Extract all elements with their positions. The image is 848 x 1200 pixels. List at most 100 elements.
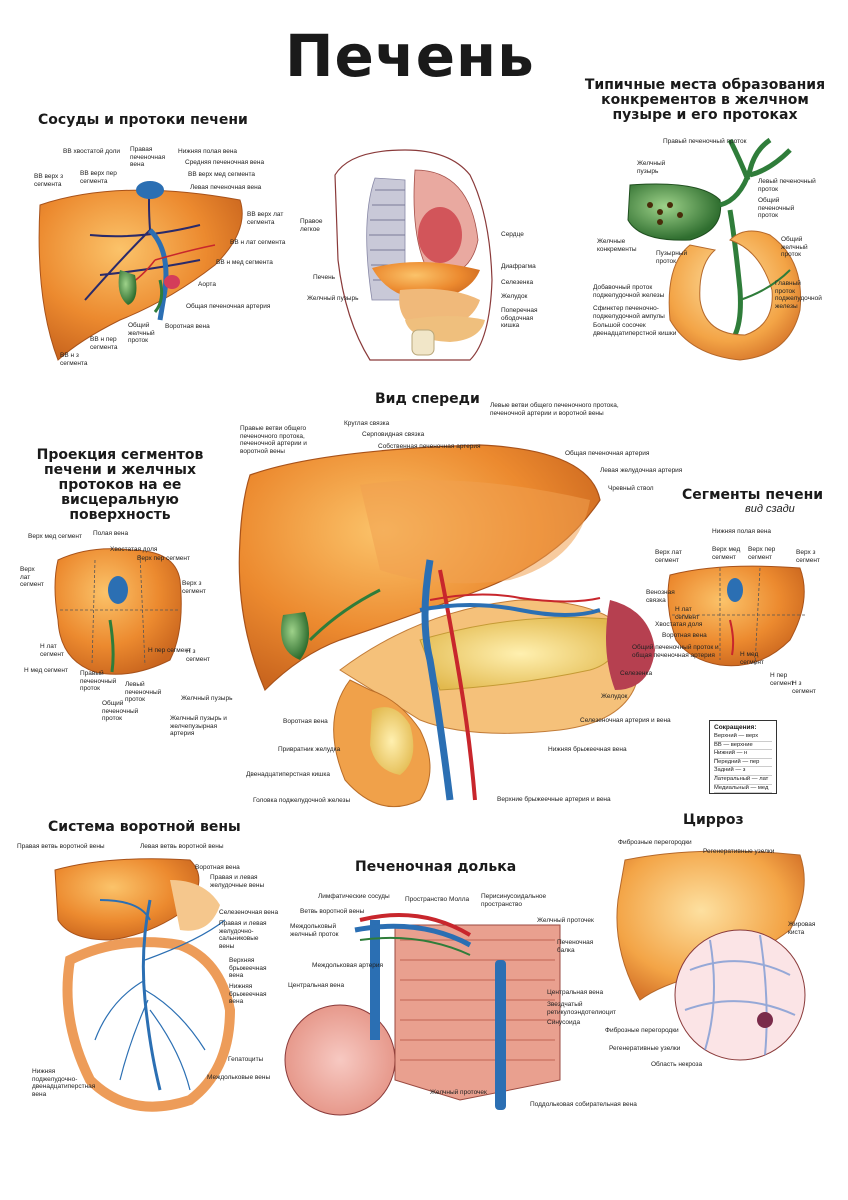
label: Желудок xyxy=(501,293,528,300)
label: Селезенка xyxy=(501,279,534,286)
label: ВВ н з сегмента xyxy=(60,352,88,367)
label: Серповидная связка xyxy=(362,431,425,438)
label: Общий печеночный проток xyxy=(102,700,139,722)
label: Нижняя поджелудочно-двенадцатиперстная в… xyxy=(32,1068,96,1098)
label: Регенеративные узелки xyxy=(609,1045,681,1052)
segments-illustration xyxy=(667,565,805,667)
label: Общий желчный проток xyxy=(128,322,155,344)
label: Нижняя брыжеечная вена xyxy=(548,746,627,753)
label: Воротная вена xyxy=(165,323,210,330)
label: Венозная связка xyxy=(646,589,675,604)
section-title-stones: Типичные места образования конкрементов … xyxy=(584,77,826,123)
label: Область некроза xyxy=(651,1061,703,1068)
label: Поперечная ободочная кишка xyxy=(501,307,538,329)
section-subtitle-segments: вид сзади xyxy=(745,503,795,515)
label: Левая печеночная вена xyxy=(190,184,262,191)
label: Главный проток поджелудочной железы xyxy=(775,280,822,310)
label: Воротная вена xyxy=(662,632,707,639)
legend-item: Латеральный — лат xyxy=(714,776,772,785)
lobule-illustration xyxy=(284,913,561,1116)
label: Сфинктер печеночно-поджелудочной ампулы xyxy=(593,305,665,320)
label: Общий печеночный проток xyxy=(758,197,795,219)
label: Воротная вена xyxy=(195,864,240,871)
label: Междольковая артерия xyxy=(312,962,384,969)
label: Пространство Молла xyxy=(405,896,470,903)
label: Пузырный проток xyxy=(656,250,688,265)
label: Желчный пузырь xyxy=(637,160,666,175)
label: Чревный ствол xyxy=(608,485,654,492)
label: Левая желудочная артерия xyxy=(600,467,683,474)
label: Верх лат сегмент xyxy=(655,549,682,564)
abbreviations-legend: Сокращения: Верхний — верх ВВ — верхние … xyxy=(709,720,777,794)
section-title-projection: Проекция сегментов печени и желчных прот… xyxy=(36,447,204,523)
label: Междольковые вены xyxy=(207,1074,271,1081)
label: Общая печеночная артерия xyxy=(186,303,271,310)
vessels-liver-illustration xyxy=(38,181,243,361)
label: Хвостатая доля xyxy=(655,621,703,628)
label: Общая печеночная артерия xyxy=(565,450,650,457)
section-title-portal: Система воротной вены xyxy=(48,819,241,835)
label: Регенеративные узелки xyxy=(703,848,775,855)
legend-item: Медиальный — мед xyxy=(714,785,772,794)
label: Н мед сегмент xyxy=(24,667,68,674)
label: Жировая киста xyxy=(788,921,816,936)
label: Собственная печеночная артерия xyxy=(378,443,481,450)
label: Н пер сегмент xyxy=(148,647,191,654)
label: Воротная вена xyxy=(283,718,328,725)
label: Желчный пузырь и желчепузырная артерия xyxy=(170,715,227,737)
label: Н пер сегмент xyxy=(770,672,794,687)
label: Аорта xyxy=(198,281,216,288)
legend-item: Задний — з xyxy=(714,767,772,776)
section-title-cirrhosis: Цирроз xyxy=(683,812,744,828)
label: Левый печеночный проток xyxy=(125,681,162,703)
label: Правая и левая желудочно-сальниковые вен… xyxy=(219,920,267,950)
label: Верхние брыжеечные артерия и вена xyxy=(497,796,611,803)
label: Желчный пузырь xyxy=(181,695,233,702)
legend-item: Передний — пер xyxy=(714,759,772,768)
label: Н лат сегмент xyxy=(675,606,699,621)
label: Желчный пузырь xyxy=(307,295,359,302)
label: ВВ хвостатой доли xyxy=(63,148,120,155)
label: Нижняя брыжеечная вена xyxy=(229,983,267,1005)
stones-illustration xyxy=(627,137,802,361)
label: Привратник желудка xyxy=(278,746,341,753)
label: Н з сегмент xyxy=(186,648,210,663)
label: Нижняя полая вена xyxy=(178,148,238,155)
label: Желчные конкременты xyxy=(597,238,637,253)
label: Правые ветви общего печеночного протока,… xyxy=(240,425,307,455)
label: Двенадцатиперстная кишка xyxy=(246,771,330,778)
label: Большой сосочек двенадцатиперстной кишки xyxy=(593,322,677,337)
label: Селезеночная артерия и вена xyxy=(580,717,671,724)
label: Общий печеночный проток и общая печеночн… xyxy=(632,644,719,659)
projection-illustration xyxy=(54,548,182,675)
label: Н з сегмент xyxy=(792,680,816,695)
label: Правая печеночная вена xyxy=(130,146,166,168)
label: Ветвь воротной вены xyxy=(300,908,365,915)
label: Верх пер сегмент xyxy=(137,555,190,562)
cirrhosis-illustration xyxy=(616,850,806,1061)
label: Сердце xyxy=(501,231,524,238)
label: ВВ н лат сегмента xyxy=(230,239,286,246)
label: Средняя печеночная вена xyxy=(185,159,265,166)
label: Верх з сегмент xyxy=(796,549,820,564)
label: Н лат сегмент xyxy=(40,643,64,658)
label: Гепатоциты xyxy=(228,1056,264,1063)
label: Селезенка xyxy=(620,670,653,677)
label: Головка поджелудочной железы xyxy=(253,797,351,804)
legend-item: Верхний — верх xyxy=(714,733,772,742)
label: ВВ верх пер сегмента xyxy=(80,170,117,185)
front-view-illustration xyxy=(238,444,655,808)
label: Хвостатая доля xyxy=(110,546,158,553)
label: Полая вена xyxy=(93,530,129,537)
legend-item: ВВ — верхние xyxy=(714,742,772,751)
legend-title: Сокращения: xyxy=(714,724,757,731)
label: Звездчатый ретикулоэндотелиоцит xyxy=(547,1001,616,1016)
label: ВВ верх з сегмента xyxy=(34,173,64,188)
label: Правый печеночный проток xyxy=(80,670,117,692)
label: Верхняя брыжеечная вена xyxy=(229,957,267,979)
label: Междольковый желчный проток xyxy=(290,923,339,938)
label: Фиброзные перегородки xyxy=(605,1027,679,1034)
label: Правая и левая желудочные вены xyxy=(210,874,265,889)
label: Центральная вена xyxy=(288,982,345,989)
